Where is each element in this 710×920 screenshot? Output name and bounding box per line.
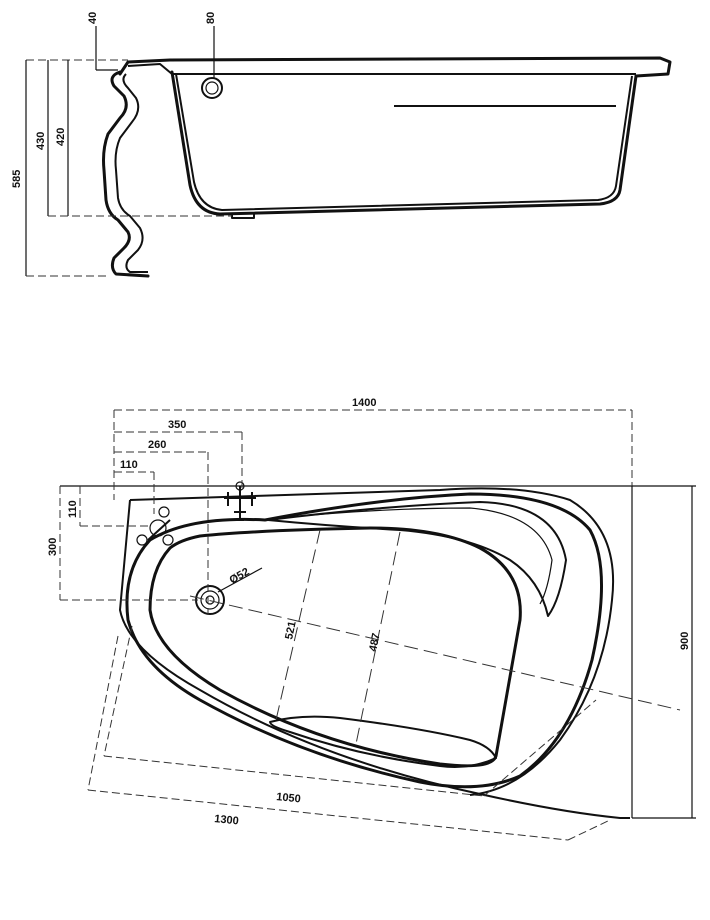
plan-drain — [195, 585, 225, 615]
dim-label-585: 585 — [11, 170, 23, 188]
dim-label-110-y: 110 — [67, 500, 79, 518]
plan-outer-rim — [119, 487, 630, 819]
plan-centerline-b — [275, 529, 321, 721]
plan-mixer — [224, 486, 256, 521]
dim-1050-left — [103, 625, 133, 757]
side-rim — [118, 56, 672, 78]
dim-1300-left — [87, 635, 119, 791]
dim-label-487: 487 — [367, 632, 383, 652]
plan-tap-knob-2 — [158, 506, 170, 518]
overflow-hole — [201, 77, 223, 99]
plan-drain-center — [205, 595, 215, 605]
drain-leader — [217, 567, 263, 593]
dim-label-430: 430 — [35, 132, 47, 150]
side-apron-inner — [114, 73, 148, 273]
plan-drain-inner — [200, 590, 220, 610]
plan-backrest — [267, 501, 567, 617]
side-tub-inner — [175, 73, 633, 211]
dim-label-drain: Ø52 — [228, 566, 252, 587]
dim-label-40: 40 — [87, 12, 99, 24]
plan-mixer-top — [235, 481, 245, 491]
dim-label-1300: 1300 — [214, 813, 240, 827]
dim-1050-line — [103, 755, 485, 797]
plan-tub-rim — [125, 492, 603, 789]
dim-1300-line — [87, 789, 569, 841]
dim-label-350: 350 — [168, 419, 186, 431]
dim-label-260: 260 — [148, 439, 166, 451]
plan-view: 1400 350 260 110 300 110 900 Ø52 521 487… — [47, 397, 696, 841]
plan-tap-knob-3 — [162, 534, 174, 546]
dim-label-300: 300 — [47, 538, 59, 556]
plan-centerline-a — [189, 595, 681, 711]
plan-headrest — [269, 715, 497, 768]
dim-label-900: 900 — [679, 632, 691, 650]
overflow-hole-inner — [205, 81, 219, 95]
side-view: 40 80 585 430 420 — [11, 12, 672, 278]
dim-1300-right — [567, 819, 611, 841]
dim-label-80: 80 — [205, 12, 217, 24]
dim-label-1400: 1400 — [352, 397, 376, 409]
plan-tap-knob-1 — [136, 534, 148, 546]
side-rim-inner — [127, 63, 636, 75]
dim-label-521: 521 — [283, 620, 299, 640]
plan-centerline-c — [355, 531, 401, 745]
side-apron — [102, 70, 150, 278]
plan-backrest-inner — [279, 507, 553, 605]
plan-tap-handle — [149, 519, 167, 537]
dim-label-1050: 1050 — [276, 791, 302, 805]
dim-label-420: 420 — [55, 128, 67, 146]
plan-basin — [148, 526, 522, 768]
dim-label-110: 110 — [120, 459, 138, 471]
plan-tap-spout — [147, 519, 171, 541]
dim-1050-right — [483, 699, 597, 797]
side-tub-body — [170, 70, 638, 216]
